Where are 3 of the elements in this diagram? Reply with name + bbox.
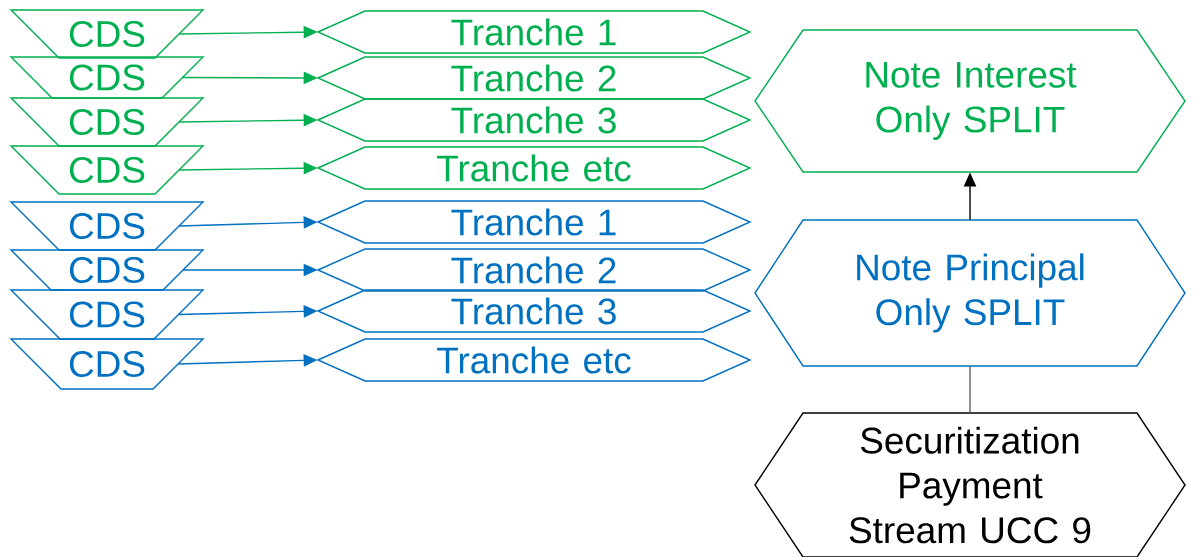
hexagon-box: Note Interest Only SPLIT: [754, 29, 1186, 173]
hexagon-box: Note Principal Only SPLIT: [754, 219, 1186, 367]
hexagon-box: Securitization Payment Stream UCC 9: [754, 412, 1186, 557]
